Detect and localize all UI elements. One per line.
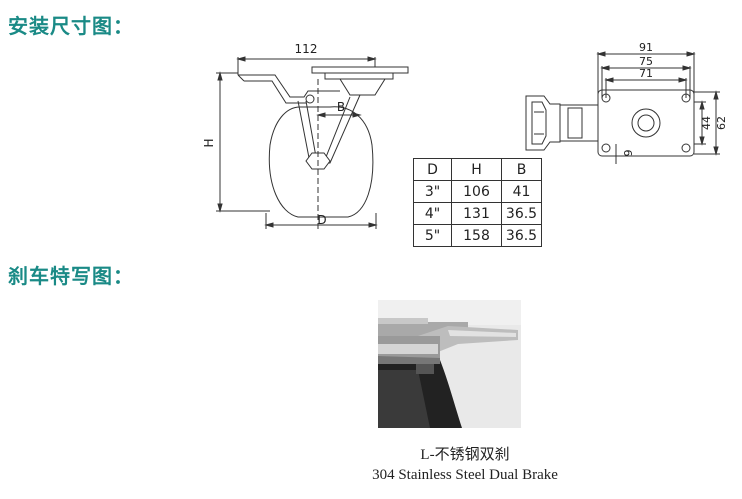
brake-closeup-photo xyxy=(378,300,521,428)
table-header-cell: D xyxy=(413,158,452,181)
dim-75-label: 75 xyxy=(639,55,653,68)
caption-chinese: L-不锈钢双刹 xyxy=(420,447,510,463)
caption-english: 304 Stainless Steel Dual Brake xyxy=(372,467,558,483)
table-cell: 36.5 xyxy=(501,202,542,225)
table-cell: 5" xyxy=(413,224,452,247)
caster-top-view-drawing: 91 75 71 44 62 9 xyxy=(525,41,728,164)
size-table: D H B 3" 106 41 4" 131 36.5 5" 158 36.5 xyxy=(413,158,542,247)
dim-91-label: 91 xyxy=(639,41,653,54)
dim-71-label: 71 xyxy=(639,67,653,80)
dim-diameter-label: D xyxy=(317,213,326,227)
table-row: 4" 131 36.5 xyxy=(413,202,542,225)
caster-side-view-drawing: 112 H B D xyxy=(202,42,409,229)
table-cell: 41 xyxy=(501,180,542,203)
table-cell: 3" xyxy=(413,180,452,203)
dim-44-label: 44 xyxy=(700,116,713,130)
table-cell: 36.5 xyxy=(501,224,542,247)
dim-height-label: H xyxy=(202,138,216,147)
table-header-cell: B xyxy=(501,158,542,181)
dim-62-label: 62 xyxy=(715,116,728,130)
table-row: 3" 106 41 xyxy=(413,180,542,203)
table-cell: 131 xyxy=(451,202,502,225)
dim-9-label: 9 xyxy=(622,150,635,157)
table-row: 5" 158 36.5 xyxy=(413,224,542,247)
table-header-cell: H xyxy=(451,158,502,181)
dim-offset-label: B xyxy=(337,100,345,114)
table-cell: 4" xyxy=(413,202,452,225)
section-title-brake-closeup: 刹车特写图： xyxy=(8,264,134,288)
table-cell: 106 xyxy=(451,180,502,203)
section-title-install-dimensions: 安装尺寸图： xyxy=(8,14,134,38)
dim-width-label: 112 xyxy=(295,42,318,56)
table-cell: 158 xyxy=(451,224,502,247)
table-header-row: D H B xyxy=(413,158,542,181)
